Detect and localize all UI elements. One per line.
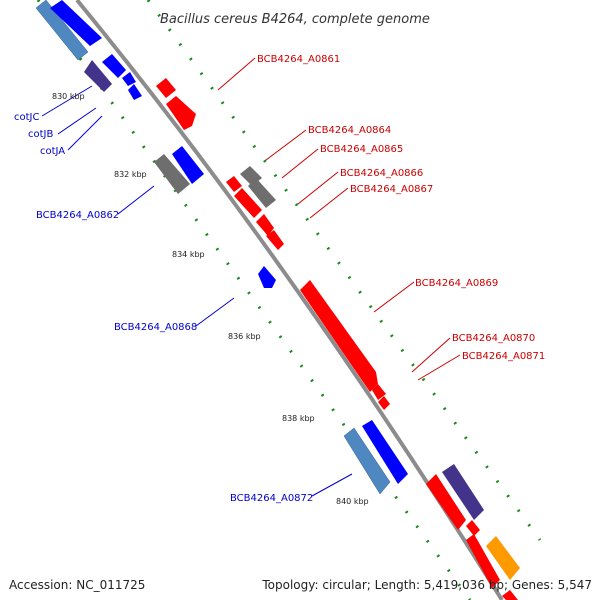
label-a0867[interactable]: BCB4264_A0867 [350, 184, 433, 195]
label-a0869[interactable]: BCB4264_A0869 [415, 278, 498, 289]
label-a0870[interactable]: BCB4264_A0870 [452, 333, 535, 344]
gene-a0866-arrow [226, 176, 242, 192]
label-a0864[interactable]: BCB4264_A0864 [308, 125, 391, 136]
label-cotjb[interactable]: cotJB [28, 129, 53, 140]
gene-red-block-bottom [426, 474, 466, 530]
gene-a0871-arrow [378, 396, 390, 410]
gene-red-bottom-corner [502, 590, 518, 600]
label-a0868[interactable]: BCB4264_A0868 [114, 322, 197, 333]
gene-a0862-gray [154, 154, 190, 194]
leader-a0866 [297, 171, 339, 205]
kbp-label-830: 830 kbp [52, 92, 85, 101]
label-a0865[interactable]: BCB4264_A0865 [320, 144, 403, 155]
leader-a0865 [281, 148, 319, 179]
gene-orange-block [486, 536, 520, 580]
gene-a0870-arrow [372, 384, 386, 400]
leader-lines [41, 57, 461, 497]
gene-a0861-arrow-1 [156, 78, 176, 98]
gene-red-arrow-a [256, 214, 274, 236]
outer-genes [156, 78, 520, 600]
leader-a0870 [411, 337, 451, 373]
label-a0871[interactable]: BCB4264_A0871 [462, 351, 545, 362]
leader-a0871 [417, 354, 461, 381]
tick-track-outer [146, 0, 542, 541]
label-cotja[interactable]: cotJA [40, 146, 65, 157]
gene-red-arrow-bottom [466, 520, 480, 536]
gene-cotjb-arrow [102, 54, 126, 78]
genome-backbone [75, 0, 504, 600]
leader-a0869 [373, 281, 415, 313]
label-a0866[interactable]: BCB4264_A0866 [340, 168, 423, 179]
gene-a0869-arrow [300, 280, 378, 392]
label-cotjc[interactable]: cotJC [14, 112, 39, 123]
kbp-labels: 830 kbp 832 kbp 834 kbp 836 kbp 838 kbp … [52, 92, 369, 506]
genome-summary-text: Topology: circular; Length: 5,419,036 bp… [262, 578, 592, 592]
leader-a0861 [217, 57, 256, 91]
gene-small-blue-arrow [128, 84, 142, 100]
gene-block-blue-top [50, 0, 102, 46]
gene-purple-block-bottom [442, 464, 484, 520]
gene-block-steel-top [35, 0, 89, 61]
leader-a0872 [311, 473, 353, 497]
gene-a0872-blue [362, 420, 408, 484]
label-a0872[interactable]: BCB4264_A0872 [230, 493, 313, 504]
kbp-label-834: 834 kbp [172, 250, 205, 259]
gene-cotjc-block [84, 60, 112, 92]
gene-red-arrow-b [266, 230, 284, 250]
leader-cotja [67, 115, 103, 151]
leader-cotjb [57, 107, 97, 135]
kbp-label-832: 832 kbp [114, 170, 147, 179]
leader-a0867 [309, 187, 349, 219]
leader-a0862 [117, 185, 155, 215]
label-a0861[interactable]: BCB4264_A0861 [257, 54, 340, 65]
gene-a0865-gray [248, 178, 276, 208]
kbp-label-836: 836 kbp [228, 332, 261, 341]
gene-a0868-arrow [258, 266, 276, 288]
gene-a0861-arrow-2 [166, 96, 196, 130]
accession-text: Accession: NC_011725 [9, 578, 146, 592]
leader-a0864 [265, 129, 307, 161]
leader-a0868 [195, 297, 235, 327]
label-a0862[interactable]: BCB4264_A0862 [36, 210, 119, 221]
kbp-label-838: 838 kbp [282, 414, 315, 423]
leader-cotjc [41, 85, 93, 117]
gene-a0872-steel [343, 427, 391, 495]
kbp-label-840: 840 kbp [336, 497, 369, 506]
map-title: Bacillus cereus B4264, complete genome [160, 12, 430, 27]
gene-a0862-blue [172, 146, 204, 184]
gene-labels: cotJC cotJB cotJA BCB4264_A0862 BCB4264_… [14, 54, 545, 504]
gene-cotja-arrow [122, 72, 136, 86]
inner-genes [35, 0, 408, 495]
gene-a0867-arrow [234, 188, 262, 218]
gene-red-strip-bottom [466, 534, 500, 588]
